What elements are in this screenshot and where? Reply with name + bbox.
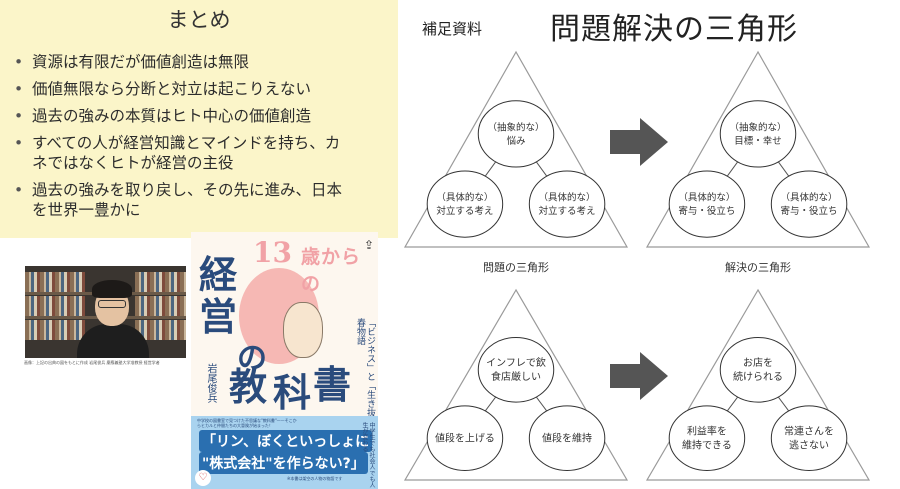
book-title-char: 書 xyxy=(313,362,352,407)
problem-solving-diagram: （抽象的な）悩み（具体的な）対立する考え（具体的な）対立する考え（抽象的な）目標… xyxy=(403,50,871,481)
summary-item: • 過去の強みを取り戻し、その先に進み、日本を世界一豊かに xyxy=(14,180,394,220)
right-arrow-icon xyxy=(610,352,668,400)
book-title-char: 科 xyxy=(273,370,312,415)
problem-top-node-text: 悩み xyxy=(506,135,525,147)
bookshelf xyxy=(135,272,186,292)
speaker-video[interactable] xyxy=(25,266,186,358)
solution-triangle-label: 解決の三角形 xyxy=(725,260,791,274)
book-title-char: 営 xyxy=(199,294,238,339)
example-problem-top-ellipse xyxy=(477,337,555,403)
problem-right-node-ellipse xyxy=(528,170,606,238)
problem-left-node-text: （具体的な） xyxy=(436,192,493,204)
solution-top-node-text: 目標・幸せ xyxy=(734,135,782,147)
problem-left-node-text: 対立する考え xyxy=(436,205,493,217)
bullet-icon: • xyxy=(14,80,24,98)
example-solution-top-ellipse xyxy=(719,337,797,403)
example-solution-right-text: 常連さんを xyxy=(784,425,834,438)
example-problem-right-ellipse xyxy=(528,405,606,472)
book-author: 岩尾俊兵 xyxy=(205,363,216,403)
example-solution-top-text: お店を xyxy=(743,356,773,369)
problem-triangle-label: 問題の三角形 xyxy=(483,261,549,274)
example-solution-right-ellipse xyxy=(770,405,848,472)
solution-left-node-text: （具体的な） xyxy=(678,192,735,204)
character-illustration xyxy=(283,302,323,358)
book-cover[interactable]: 13 歳からの ⇪ 経 営 の 教 科 書 「ビジネス」と「生き抜く力」を学べる… xyxy=(191,232,378,489)
example-solution-top-text: 続けられる xyxy=(733,370,783,383)
summary-item-text: 過去の強みの本質はヒト中心の価値創造 xyxy=(32,107,312,125)
bookshelf xyxy=(25,272,85,292)
book-title-char: 教 xyxy=(229,364,268,409)
triangle-outline xyxy=(645,50,871,248)
triangle-outline xyxy=(403,50,629,248)
triangle-outline xyxy=(645,288,871,481)
summary-item-text: すべての人が経営知識とマインドを持ち、カ xyxy=(32,134,341,152)
triangle-outline xyxy=(403,288,629,481)
example-problem-left-ellipse xyxy=(426,405,504,472)
example-solution-left-text: 利益率を xyxy=(687,425,727,438)
speaker-body xyxy=(77,324,149,358)
problem-right-node-text: （具体的な） xyxy=(539,192,596,204)
bullet-icon: • xyxy=(14,107,24,125)
diagram-title: 問題解決の三角形 xyxy=(550,12,798,47)
supplement-label: 補足資料 xyxy=(422,20,483,38)
speaker-glasses xyxy=(98,300,126,308)
example-solution-left-text: 維持できる xyxy=(682,439,732,452)
bookshelf xyxy=(25,296,85,316)
summary-item-text: 価値無限なら分断と対立は起こりえない xyxy=(32,80,312,98)
bookshelf xyxy=(135,296,186,316)
book-title-char: の xyxy=(237,341,267,376)
book-footer: ※本書は架空の人物の物語です xyxy=(287,476,343,481)
heart-icon[interactable]: ♡ xyxy=(195,470,211,486)
summary-item-text: 資源は有限だが価値創造は無限 xyxy=(32,53,250,71)
summary-item: • 価値無限なら分断と対立は起こりえない xyxy=(14,79,394,99)
bullet-icon: • xyxy=(14,181,24,199)
bookshelf xyxy=(135,320,186,340)
bookshelf xyxy=(25,320,85,340)
solution-left-node-ellipse xyxy=(668,170,746,238)
bullet-icon: • xyxy=(14,53,24,71)
example-problem-left-text: 値段を上げる xyxy=(435,432,495,445)
book-subtitle: 「ビジネス」と「生き抜く力」を学べる青春物語 xyxy=(355,318,375,489)
speaker-hair xyxy=(92,280,132,298)
summary-item-text: 過去の強みを取り戻し、その先に進み、日本 xyxy=(32,181,343,199)
book-title-char: 経 xyxy=(199,252,238,297)
solution-left-node-text: 寄与・役立ち xyxy=(678,205,735,217)
solution-right-node-ellipse xyxy=(770,170,848,238)
bullet-icon: • xyxy=(14,134,24,152)
share-icon[interactable]: ⇪ xyxy=(363,238,374,252)
solution-top-node-ellipse xyxy=(719,100,797,168)
book-side-text: 中学生でも社会人でも人生が変わる xyxy=(361,422,375,488)
summary-title: まとめ xyxy=(167,8,231,32)
video-caption: 画像：上記の出典の図をもとに作成 岩尾俊兵 慶應義塾大学准教授 経営学者 xyxy=(24,360,160,365)
summary-list: • 資源は有限だが価値創造は無限 • 価値無限なら分断と対立は起こりえない • 過去の… xyxy=(14,52,394,227)
summary-item-text-cont: ネではなくヒトが経営の主役 xyxy=(32,154,234,172)
book-age: 13 xyxy=(253,236,292,269)
summary-panel: まとめ • 資源は有限だが価値創造は無限 • 価値無限なら分断と対立は起こりえない … xyxy=(0,0,398,238)
example-problem-right-text: 値段を維持 xyxy=(542,432,592,445)
example-problem-top-text: 食店厳しい xyxy=(491,370,541,383)
summary-item: • すべての人が経営知識とマインドを持ち、カネではなくヒトが経営の主役 xyxy=(14,133,394,173)
problem-right-node-text: 対立する考え xyxy=(539,205,596,217)
example-solution-left-ellipse xyxy=(668,405,746,472)
book-quote: "株式会社"を作らない?」 xyxy=(199,452,368,474)
right-arrow-icon xyxy=(610,118,668,166)
example-problem-top-text: インフレで飲 xyxy=(486,356,546,369)
book-kara: 歳からの xyxy=(301,246,362,295)
book-quote: 「リン、ぼくといっしょに xyxy=(199,430,373,452)
summary-item: • 資源は有限だが価値創造は無限 xyxy=(14,52,394,72)
summary-item-text-cont: を世界一豊かに xyxy=(32,201,141,219)
book-blurb: 中学校の図書室で見つけた不思議な"教科書"——そこからヒカルと仲間たちの大冒険が… xyxy=(197,418,297,428)
example-solution-right-text: 逃さない xyxy=(789,439,829,452)
problem-top-node-ellipse xyxy=(477,100,555,168)
solution-top-node-text: （抽象的な） xyxy=(729,121,786,133)
solution-right-node-text: 寄与・役立ち xyxy=(781,205,838,217)
summary-item: • 過去の強みの本質はヒト中心の価値創造 xyxy=(14,106,394,126)
problem-top-node-text: （抽象的な） xyxy=(487,121,544,133)
solution-right-node-text: （具体的な） xyxy=(781,192,838,204)
problem-left-node-ellipse xyxy=(426,170,504,238)
